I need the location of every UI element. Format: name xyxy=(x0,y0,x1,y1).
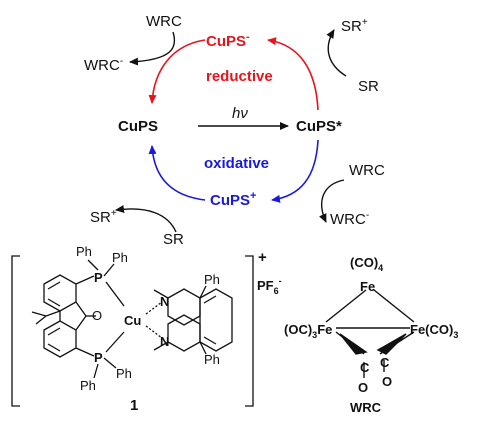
oxidative-arc-right xyxy=(271,139,319,203)
wrc-structure xyxy=(325,289,415,378)
sr-label-top: SR xyxy=(358,78,379,95)
ph-label-1: Ph xyxy=(76,244,92,259)
ph-label-5: Ph xyxy=(116,366,132,381)
phen-ring-top xyxy=(167,288,201,326)
wrc-iron-top: Fe xyxy=(360,279,375,294)
wrc-label-top: WRC xyxy=(146,13,182,30)
sr-label-bottom: SR xyxy=(163,231,184,248)
ph-label-6: Ph xyxy=(80,378,96,393)
reductive-arc-right xyxy=(267,37,319,111)
reductive-label: reductive xyxy=(206,68,273,85)
wrc-left-group: (OC)3Fe xyxy=(284,322,332,340)
wrc-right-group: Fe(CO)3 xyxy=(410,322,458,340)
wrc-oxygen-right: O xyxy=(382,374,392,389)
nitrogen-bottom: N xyxy=(160,334,169,349)
sr-oxidation-arrow-bottom xyxy=(115,205,177,233)
sr-plus-label-top: SR+ xyxy=(341,17,368,35)
wrc-labels: (CO)4 Fe (OC)3Fe Fe(CO)3 C C O O WRC xyxy=(284,255,458,415)
compound-number: 1 xyxy=(130,397,138,414)
nitrogen-top: N xyxy=(160,294,169,309)
cups-plus-label: CuPS+ xyxy=(210,190,256,209)
hv-label: hν xyxy=(232,105,248,122)
cups-label: CuPS xyxy=(118,118,158,135)
wrc-carbon-right: C xyxy=(380,355,390,370)
sr-oxidation-arrow-top xyxy=(326,29,347,77)
counterion-label: PF6- xyxy=(257,276,282,296)
wrc-minus-label-top: WRC- xyxy=(84,56,123,74)
wrc-carbon-left: C xyxy=(360,360,370,375)
xanthene-ring-lower xyxy=(43,320,77,358)
oxidative-label: oxidative xyxy=(204,155,269,172)
ph-label-4: Ph xyxy=(204,352,220,367)
oxidative-arc-left xyxy=(148,145,206,201)
phen-ring-bottom xyxy=(167,314,201,352)
ph-label-3: Ph xyxy=(204,272,220,287)
complex-charge: + xyxy=(258,249,267,266)
wrc-reduction-arrow-top xyxy=(129,31,176,66)
bracket-right xyxy=(245,255,254,407)
wrc-oxygen-left: O xyxy=(358,380,368,395)
xanthene-center xyxy=(59,301,87,331)
reductive-arc-left xyxy=(148,39,206,104)
cups-minus-label: CuPS- xyxy=(206,31,250,50)
complex-1-labels: Ph Ph P O P Cu N N Ph Ph Ph Ph 1 + PF6- xyxy=(76,244,282,414)
wrc-minus-label-bottom: WRC- xyxy=(330,210,369,228)
gem-dimethyl xyxy=(31,310,61,325)
wrc-top-group: (CO)4 xyxy=(350,255,383,273)
sr-plus-label-bottom: SR+ xyxy=(90,208,117,226)
ph-label-2: Ph xyxy=(112,250,128,265)
phen-ring-middle xyxy=(199,288,233,352)
wrc-name: WRC xyxy=(350,400,382,415)
wrc-label-bottom: WRC xyxy=(349,162,385,179)
phosphorus-bottom: P xyxy=(94,350,103,365)
copper-label: Cu xyxy=(124,313,141,328)
complex-1 xyxy=(11,255,254,407)
p-bond-bottom xyxy=(75,347,95,357)
p-bond-top xyxy=(75,275,95,285)
wrc-reduction-arrow-bottom xyxy=(319,179,345,223)
bracket-left xyxy=(11,255,20,407)
oxygen-bridge: O xyxy=(92,308,102,323)
cups-excited-label: CuPS* xyxy=(296,118,342,135)
phosphorus-top: P xyxy=(94,270,103,285)
